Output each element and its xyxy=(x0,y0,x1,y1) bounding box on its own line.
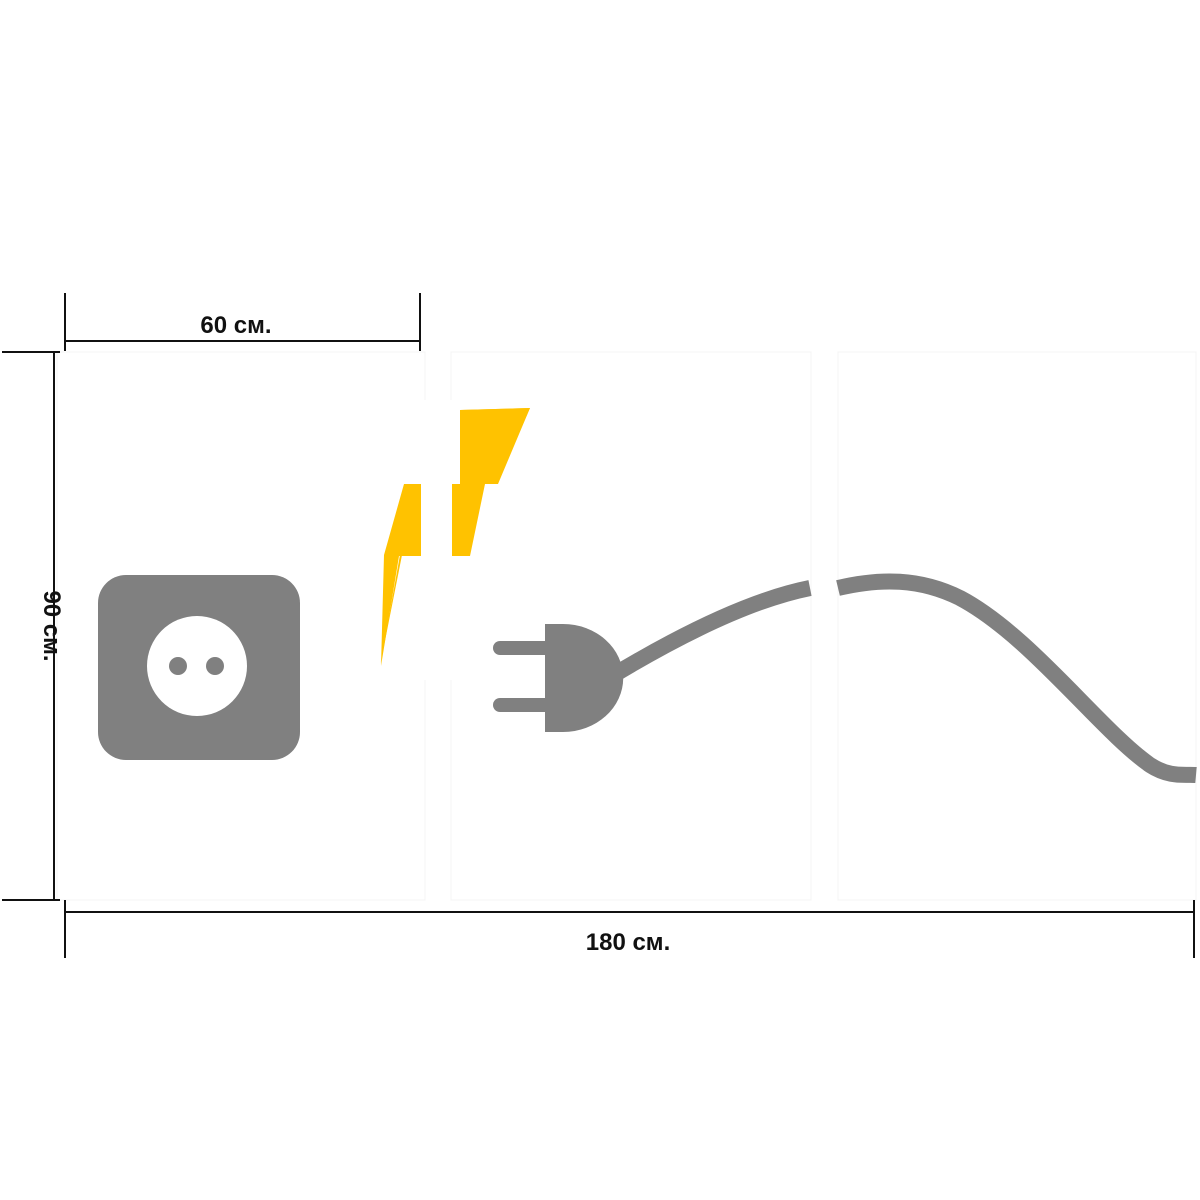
panel-width-dimension xyxy=(64,293,421,351)
height-label: 90 см. xyxy=(38,590,65,661)
total-width-dimension xyxy=(64,900,1195,958)
lightning-bolt-icon xyxy=(380,400,530,680)
plug-icon xyxy=(493,624,624,732)
total-width-label: 180 см. xyxy=(586,929,670,956)
panel-width-label: 60 см. xyxy=(200,312,271,339)
right-panel xyxy=(837,351,1197,901)
socket-icon xyxy=(98,575,300,760)
height-dimension xyxy=(2,351,60,901)
cable-icon xyxy=(607,573,1197,783)
